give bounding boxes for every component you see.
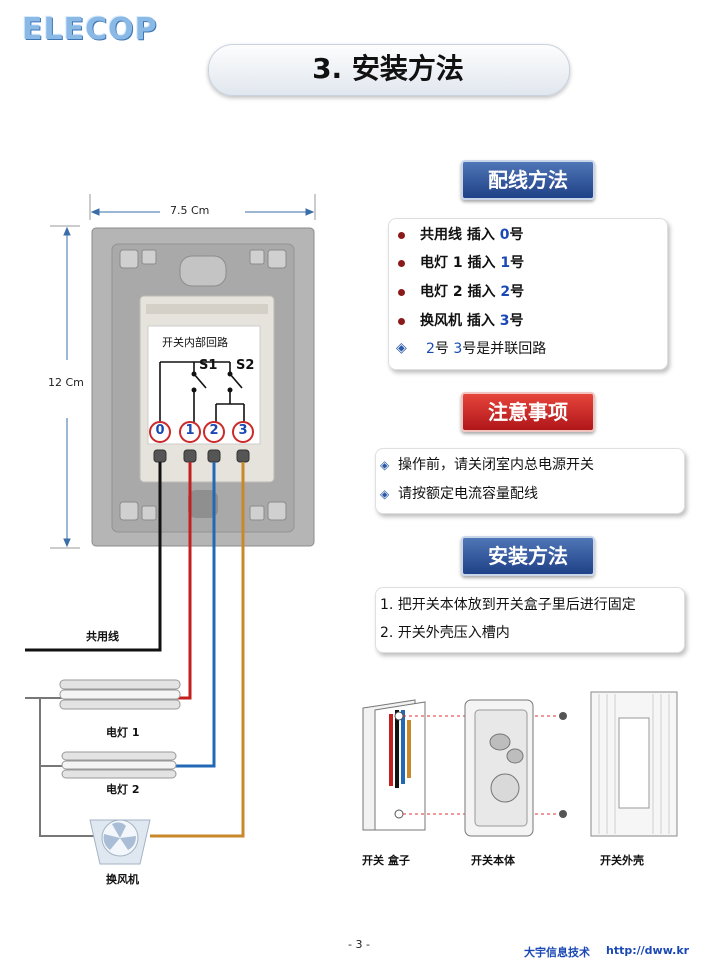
lamp2-label: 电灯 2 [106,783,140,796]
fan-icon [89,819,151,865]
caption-switch-cover: 开关外壳 [600,854,644,867]
install-heading: 安装方法 [461,536,595,576]
switch-cover-icon [590,691,678,837]
lamp1-icon [59,679,181,710]
wiring-box [388,218,668,370]
fan-wire [150,462,245,838]
parallel-note: 2号 3号是并联回路 [426,341,547,357]
wiring-line-2: 电灯 2 插入 2号 [420,284,525,300]
switch-box-icon [362,699,426,831]
wiring-line-1: 电灯 1 插入 1号 [420,255,525,271]
install-step-0: 1. 把开关本体放到开关盒子里后进行固定 [380,597,636,613]
diamond-icon: ◈ [380,487,390,501]
dimension-lines [50,194,316,549]
terminal-1: 1 [185,423,195,438]
install-illustration [362,691,678,837]
height-label: 12 Cm [48,376,84,389]
width-label: 7.5 Cm [170,204,210,217]
caution-item-0: 操作前，请关闭室内总电源开关 [398,457,594,473]
footer-company: 大宇信息技术 [524,946,590,959]
caution-heading: 注意事项 [461,392,595,432]
common-wire [25,462,162,652]
lamp2-icon [61,751,177,779]
switch-schematic [159,361,245,422]
footer-url[interactable]: http://dww.kr [606,944,690,957]
caption-switch-box: 开关 盒子 [362,854,410,867]
s2-label: S2 [236,358,255,373]
title-banner [208,44,570,96]
bullet-icon [398,232,405,239]
install-step-1: 2. 开关外壳压入槽内 [380,625,510,641]
diamond-icon: ◈ [396,340,407,356]
terminal-3: 3 [238,423,248,438]
page-number: - 3 - [348,938,370,951]
bullet-icon [398,318,405,325]
caution-box [375,448,685,514]
s1-label: S1 [199,358,218,373]
install-box [375,587,685,653]
terminal-2: 2 [209,423,219,438]
bullet-icon [398,260,405,267]
caution-item-1: 请按额定电流容量配线 [398,486,538,502]
terminal-0: 0 [155,423,165,438]
common-wire-label: 共用线 [86,630,119,643]
wiring-diagram [25,194,316,865]
lamp1-label: 电灯 1 [106,726,140,739]
lamp2-wire [175,462,216,768]
page-title: 3. 安装方法 [312,52,464,85]
brand-logo: ELECOP [22,12,158,47]
inner-circuit-label: 开关内部回路 [162,336,228,349]
switch-body-icon [464,699,534,837]
lamp1-wire [175,462,192,700]
wiring-line-3: 换风机 插入 3号 [420,313,524,329]
diamond-icon: ◈ [380,458,390,472]
wiring-heading: 配线方法 [461,160,595,200]
bullet-icon [398,289,405,296]
wiring-line-0: 共用线 插入 0号 [420,227,524,243]
screw-icon [559,712,567,818]
fan-label: 换风机 [106,873,139,886]
caption-switch-body: 开关本体 [471,854,515,867]
